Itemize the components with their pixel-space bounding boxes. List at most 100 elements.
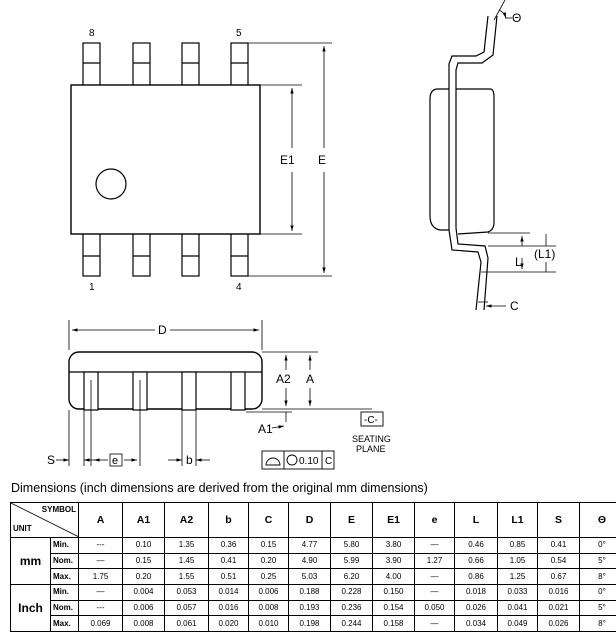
table-cell: 0.67 [537, 568, 580, 585]
column-header: A2 [164, 502, 209, 538]
table-cell: 0.018 [454, 583, 498, 601]
table-cell: 0.061 [164, 615, 209, 632]
dim-label-b: b [186, 453, 193, 467]
table-cell: 0.193 [288, 599, 331, 617]
table-cell: 5.03 [288, 568, 331, 585]
pin1-marker [95, 168, 127, 200]
seating-plane-line2: PLANE [356, 444, 386, 454]
unit-group-label: mm [10, 537, 51, 585]
dim-label-L1: (L1) [534, 247, 555, 261]
table-cell: 0.228 [330, 583, 373, 601]
pin-label-4: 4 [236, 282, 242, 293]
table-cell: 0.004 [122, 583, 165, 601]
column-header: L1 [497, 502, 538, 538]
dim-label-e: e [112, 455, 118, 467]
table-cell: 4.77 [288, 537, 331, 554]
table-cell: 0.069 [78, 615, 123, 632]
row-label: Min. [50, 583, 79, 601]
table-cell: 1.27 [414, 552, 455, 570]
dim-label-C: C [510, 299, 519, 313]
table-cell: 0.034 [454, 615, 498, 632]
table-cell: 0.154 [372, 599, 415, 617]
row-label: Max. [50, 568, 79, 585]
bottom-pins [82, 232, 249, 277]
column-header: E1 [372, 502, 415, 538]
dimensions-caption: Dimensions (inch dimensions are derived … [11, 481, 428, 495]
table-cell: 3.80 [372, 537, 415, 554]
table-cell: 3.90 [372, 552, 415, 570]
table-cell: 0.46 [454, 537, 498, 554]
column-header: Θ [579, 502, 616, 538]
unit-header: UNIT [13, 524, 32, 533]
row-label: Max. [50, 615, 79, 632]
row-label: Min. [50, 537, 79, 554]
dim-label-A1: A1 [258, 422, 273, 436]
table-cell: 0.54 [537, 552, 580, 570]
table-cell: 1.45 [164, 552, 209, 570]
table-cell: 0.15 [248, 537, 289, 554]
table-cell: 0.85 [497, 537, 538, 554]
column-header: D [288, 502, 331, 538]
table-cell: 1.25 [497, 568, 538, 585]
tolerance-ref: C [325, 456, 332, 467]
table-cell: 0.050 [414, 599, 455, 617]
tolerance-value: 0.10 [299, 456, 319, 467]
table-cell: 1.55 [164, 568, 209, 585]
table-cell: 0.049 [497, 615, 538, 632]
dim-label-E1: E1 [280, 153, 295, 167]
column-header: A1 [122, 502, 165, 538]
pin-label-1: 1 [89, 282, 95, 293]
table-cell: 0.010 [248, 615, 289, 632]
dim-label-A2: A2 [276, 372, 291, 386]
table-cell: — [78, 552, 123, 570]
table-cell: 0.198 [288, 615, 331, 632]
table-cell: — [414, 615, 455, 632]
table-cell: — [78, 583, 123, 601]
table-cell: 1.05 [497, 552, 538, 570]
table-cell: 0.41 [537, 537, 580, 554]
table-cell: 0.36 [208, 537, 249, 554]
column-header: A [78, 502, 123, 538]
table-cell: 0.033 [497, 583, 538, 601]
row-label: Nom. [50, 552, 79, 570]
table-cell: 0.66 [454, 552, 498, 570]
table-cell: 0.10 [122, 537, 165, 554]
table-cell: 0.150 [372, 583, 415, 601]
column-header: e [414, 502, 455, 538]
table-cell: 0° [579, 583, 616, 601]
table-cell: — [414, 583, 455, 601]
table-cell: — [414, 537, 455, 554]
table-corner-header: SYMBOL UNIT [10, 502, 79, 538]
seating-plane-line1: SEATING [352, 434, 391, 444]
table-cell: 5.99 [330, 552, 373, 570]
package-outline-drawing: 8 5 1 4 E1 E Θ L (L1) C [47, 0, 556, 470]
dim-label-theta: Θ [512, 11, 521, 25]
table-cell: 0.51 [208, 568, 249, 585]
table-cell: 0.006 [122, 599, 165, 617]
table-cell: 1.35 [164, 537, 209, 554]
table-cell: 5° [579, 552, 616, 570]
dim-label-S: S [47, 453, 55, 467]
table-cell: 0.021 [537, 599, 580, 617]
row-label: Nom. [50, 599, 79, 617]
top-pins [82, 42, 249, 87]
pin-label-8: 8 [89, 28, 95, 39]
table-cell: 4.90 [288, 552, 331, 570]
column-header: E [330, 502, 373, 538]
column-header: b [208, 502, 249, 538]
dim-label-A: A [306, 372, 314, 386]
table-cell: 8° [579, 615, 616, 632]
table-cell: 0.158 [372, 615, 415, 632]
table-cell: 0.188 [288, 583, 331, 601]
unit-group-label: Inch [10, 583, 51, 633]
top-view [70, 42, 332, 277]
table-cell: 6.20 [330, 568, 373, 585]
table-cell: 5.80 [330, 537, 373, 554]
table-cell: 0.20 [248, 552, 289, 570]
symbol-header: SYMBOL [41, 505, 76, 514]
